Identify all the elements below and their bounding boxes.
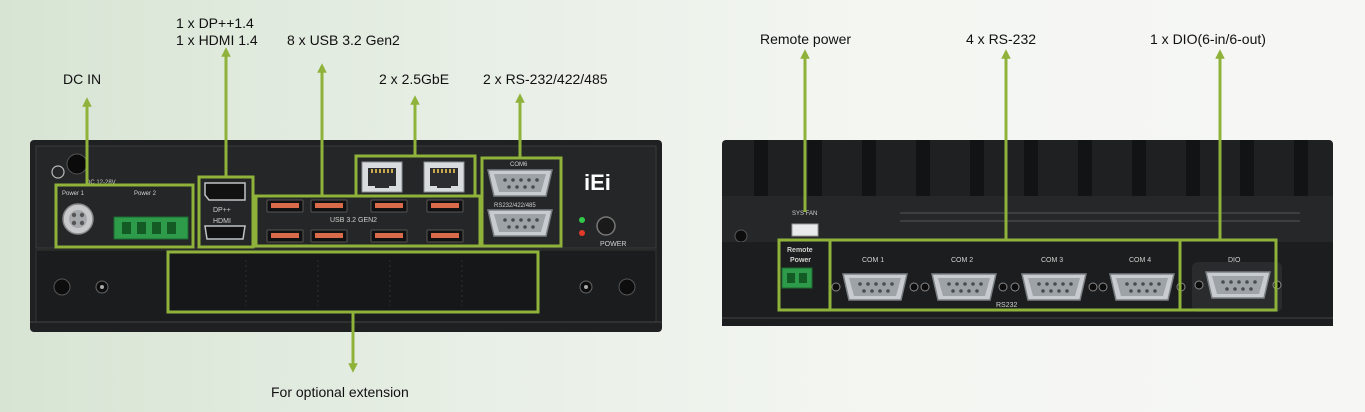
com2-label: COM 2 [951,257,973,264]
lan-port-2 [423,161,465,193]
rs232-label: RS232 [996,302,1018,309]
front-arrows [82,47,525,373]
com3-label: COM 3 [1041,257,1063,264]
com2-port [931,273,997,301]
rear-arrows [800,49,1225,240]
dp-label: DP++ [213,207,231,214]
com4-label: COM 4 [1129,257,1151,264]
com-port-front-2 [487,209,553,237]
power2-label: Power 2 [134,191,157,197]
sys-fan-connector [791,223,819,237]
sys-fan-label: SYS FAN [792,211,817,217]
usb-gen-label: USB 3.2 GEN2 [330,217,377,224]
lan-port-1 [361,161,403,193]
power-button [596,216,616,236]
front-device [30,140,662,332]
serial-callout: 2 x RS-232/422/485 [483,71,608,87]
rs-front-label: RS232/422/485 [494,203,536,209]
rear-device [722,140,1333,326]
power1-label: Power 1 [62,191,85,197]
com3-port [1021,273,1087,301]
power-label-rear: Power [790,257,811,264]
dio-port [1205,271,1271,299]
dio-callout: 1 x DIO(6-in/6-out) [1150,31,1266,47]
power-button-label: POWER [600,241,626,248]
ground-icon [51,165,65,179]
dp-callout: 1 x DP++1.4 [176,15,254,31]
dc-spec-label: DC 12-28V [86,180,116,186]
dc-in-callout: DC IN [63,71,102,87]
extension-callout: For optional extension [271,384,409,400]
com6-label: COM6 [510,162,528,168]
com-port-front-1 [487,169,553,197]
hdmi-callout: 1 x HDMI 1.4 [176,32,258,48]
com1-port [842,273,908,301]
remote-power-terminal [781,267,813,289]
brand-logo: iEi [584,170,611,195]
remote-label: Remote [787,247,813,254]
com4-port [1109,273,1175,301]
com1-label: COM 1 [862,257,884,264]
usb-callout: 8 x USB 3.2 Gen2 [287,32,400,48]
rs232-callout: 4 x RS-232 [966,31,1037,47]
remote-power-callout: Remote power [760,31,852,47]
dio-label: DIO [1228,257,1241,264]
dp-port [204,182,246,201]
hdmi-port [204,225,246,240]
hdmi-label: HDMI [213,218,231,225]
lan-callout: 2 x 2.5GbE [379,71,450,87]
